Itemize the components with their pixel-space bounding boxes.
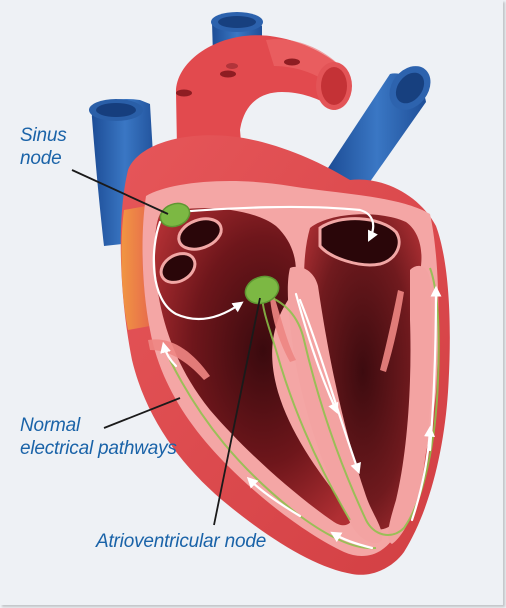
sinus-node-label-line1: Sinus <box>20 125 67 146</box>
valve-openings <box>159 217 401 284</box>
normal-pathways-label: Normal electrical pathways <box>20 414 177 460</box>
conduction-fibers <box>169 267 440 550</box>
leader-lines <box>71 169 261 526</box>
sinus-node-label: Sinus node <box>20 124 67 170</box>
normal-pathways-label-line2: electrical pathways <box>20 438 177 459</box>
left-atrium-ventricle <box>304 214 422 530</box>
normal-pathways-label-line1: Normal <box>20 415 81 436</box>
sinus-node-label-line2: node <box>20 148 62 169</box>
av-node <box>244 275 280 305</box>
right-atrium-ventricle <box>154 208 352 526</box>
av-node-label-text: Atrioventricular node <box>96 531 267 552</box>
pulmonary-vessel-left <box>328 66 431 196</box>
av-node-label: Atrioventricular node <box>96 530 266 553</box>
electrical-pathway-arrows <box>152 205 442 550</box>
sinus-node <box>159 202 191 228</box>
